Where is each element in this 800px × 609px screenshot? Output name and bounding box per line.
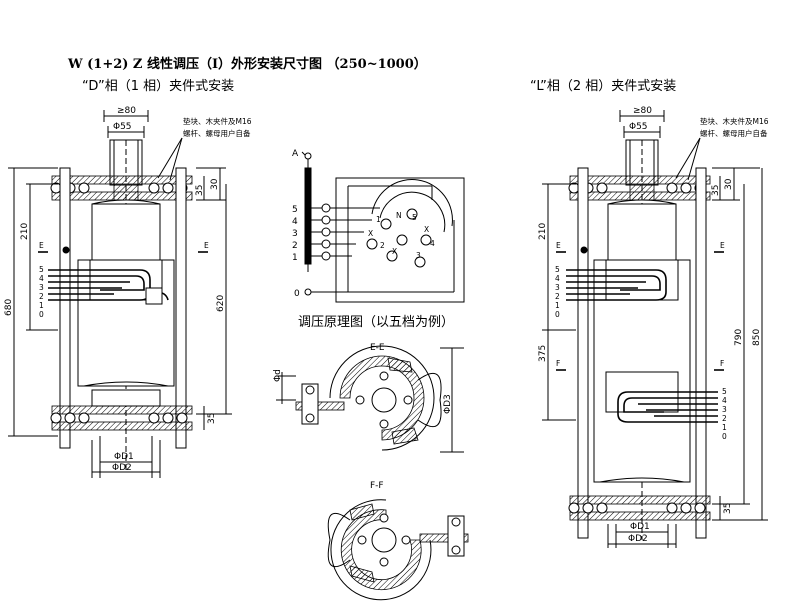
- right-regulator-drawing: ≥80 Φ55 垫块、木夹件及M16 螺杆、螺母用户自备: [538, 106, 769, 548]
- left-section-e-left: E: [39, 241, 44, 250]
- left-tap-2: 2: [39, 292, 44, 301]
- right-dim-d1: ΦD1: [630, 522, 650, 532]
- right-dim-790: 790: [734, 329, 744, 346]
- schematic-inner-x3: X: [392, 247, 397, 256]
- schematic-caption: 调压原理图（以五档为例）: [298, 315, 454, 330]
- schematic-inner-2: 2: [380, 241, 385, 250]
- right-upper-tap-4: 4: [555, 274, 560, 283]
- right-dim-80: ≥80: [633, 106, 652, 116]
- right-upper-tap-0: 0: [555, 310, 560, 319]
- schematic-inner-1: 1: [376, 215, 381, 224]
- right-lower-tap-2: 2: [722, 414, 727, 423]
- left-dim-d1: ΦD1: [114, 452, 134, 462]
- schematic-inner-n: N: [396, 211, 402, 220]
- right-note-line1: 垫块、木夹件及M16: [700, 116, 769, 126]
- left-dim-620: 620: [216, 295, 226, 312]
- right-section-e-left: E: [556, 241, 561, 250]
- left-tap-1: 1: [39, 301, 44, 310]
- left-tap-3: 3: [39, 283, 44, 292]
- schematic-tap-4: 4: [292, 217, 298, 227]
- right-section-e-right: E: [720, 241, 725, 250]
- left-dim-680: 680: [4, 299, 14, 316]
- right-lower-tap-5: 5: [722, 387, 727, 396]
- left-note-line1: 垫块、木夹件及M16: [183, 116, 252, 126]
- right-section-f-right: F: [720, 359, 724, 368]
- schematic-tap-1: 1: [292, 253, 298, 263]
- left-tap-5: 5: [39, 265, 44, 274]
- schematic-inner-3: 3: [416, 251, 421, 260]
- schematic-inner-5: 5: [412, 213, 417, 222]
- section-ff-label: F-F: [370, 481, 384, 491]
- left-dim-210: 210: [20, 223, 30, 240]
- drawing-title: W (1+2) Z 线性调压（I）外形安装尺寸图 （250~1000）: [67, 56, 427, 72]
- schematic-inner-x2: X: [368, 229, 373, 238]
- section-ee-view: E-E Φd ΦD3: [273, 343, 464, 453]
- right-dim-210: 210: [538, 223, 548, 240]
- left-section-e-right: E: [204, 241, 209, 250]
- left-dim-d2: ΦD2: [112, 463, 132, 473]
- right-lower-tap-4: 4: [722, 396, 727, 405]
- right-lower-tap-1: 1: [722, 423, 727, 432]
- left-dim-30: 30: [210, 178, 220, 190]
- right-note-line2: 螺杆、螺母用户自备: [700, 128, 768, 138]
- schematic-inner-4: 4: [430, 239, 435, 248]
- right-dim-35-top: 35: [711, 185, 721, 196]
- section-ff-view: F-F: [327, 481, 469, 601]
- section-ee-label: E-E: [370, 343, 385, 353]
- left-note-line2: 螺杆、螺母用户自备: [183, 128, 251, 138]
- schematic-tap-2: 2: [292, 241, 298, 251]
- right-upper-tap-2: 2: [555, 292, 560, 301]
- left-tap-0: 0: [39, 310, 44, 319]
- schematic-tap-3: 3: [292, 229, 298, 239]
- left-view-heading: “D”相（1 相）夹件式安装: [82, 79, 234, 94]
- right-dim-35-bot: 35: [723, 503, 733, 514]
- left-dim-35-top: 35: [195, 185, 205, 196]
- right-upper-tap-3: 3: [555, 283, 560, 292]
- right-lower-tap-0: 0: [722, 432, 727, 441]
- section-ee-phi-d3: ΦD3: [443, 394, 453, 414]
- right-dim-d2: ΦD2: [628, 534, 648, 544]
- right-lower-tap-3: 3: [722, 405, 727, 414]
- right-dim-850: 850: [752, 329, 762, 346]
- schematic-terminal-0: 0: [294, 289, 300, 299]
- schematic-tap-5: 5: [292, 205, 298, 215]
- schematic-inner-x1: X: [424, 225, 429, 234]
- left-tap-4: 4: [39, 274, 44, 283]
- schematic-diagram: A 5 4 3 2 1: [292, 149, 465, 330]
- schematic-terminal-a: A: [292, 149, 299, 159]
- right-dim-55: Φ55: [629, 122, 648, 132]
- left-regulator-drawing: ≥80 Φ55 垫块、木夹件及M16 螺杆、螺母用户自备: [4, 106, 252, 478]
- right-dim-30: 30: [724, 178, 734, 190]
- section-ee-phi-d: Φd: [273, 369, 283, 382]
- left-dim-80: ≥80: [117, 106, 136, 116]
- right-section-f-left: F: [556, 359, 560, 368]
- right-dim-375: 375: [538, 345, 548, 362]
- left-dim-35-bot: 35: [207, 413, 217, 424]
- right-view-heading: “L”相（2 相）夹件式安装: [530, 79, 676, 94]
- left-dim-55: Φ55: [113, 122, 132, 132]
- right-upper-tap-1: 1: [555, 301, 560, 310]
- right-upper-tap-5: 5: [555, 265, 560, 274]
